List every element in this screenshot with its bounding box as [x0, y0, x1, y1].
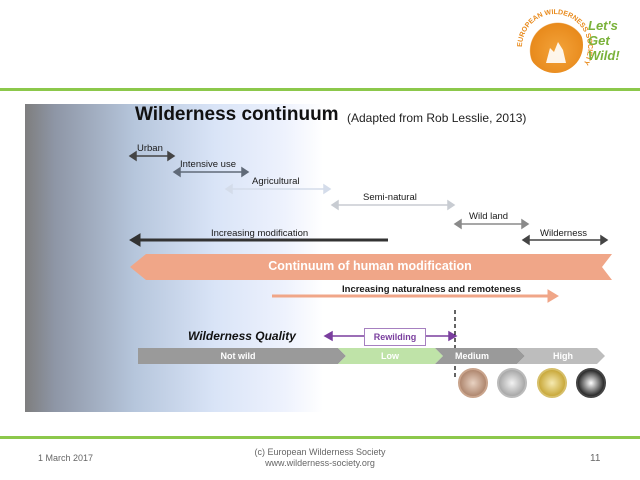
- bronze-certificate-icon: [458, 368, 488, 398]
- level-low: Low: [381, 351, 399, 361]
- semi-natural-arrow: [330, 199, 456, 211]
- footer-divider: [0, 436, 640, 439]
- not-wild-segment: [138, 348, 346, 364]
- increasing-modification-arrow: [129, 233, 388, 247]
- footer-copyright: (c) European Wilderness Society: [254, 447, 386, 457]
- low-segment: [338, 348, 443, 364]
- intensive-use-arrow: [172, 166, 250, 178]
- label-urban: Urban: [137, 143, 163, 154]
- label-semi-natural: Semi-natural: [363, 192, 417, 203]
- continuum-label: Continuum of human modification: [268, 259, 472, 273]
- slide-title: Wilderness continuum: [135, 104, 339, 125]
- level-medium: Medium: [454, 351, 489, 361]
- logo-slogan: Let's Get Wild!: [588, 18, 620, 63]
- platinum-certificate-icon: [576, 368, 606, 398]
- wilderness-arrow: [521, 234, 609, 246]
- label-agricultural: Agricultural: [252, 176, 300, 187]
- label-increasing-modification: Increasing modification: [211, 228, 309, 239]
- continuum-band: [130, 254, 612, 280]
- medium-segment: [435, 348, 525, 364]
- logo-ring: EUROPEAN WILDERNESS SOCIETY: [517, 9, 593, 66]
- label-intensive-use: Intensive use: [180, 159, 236, 170]
- footer-credits: (c) European Wilderness Society www.wild…: [230, 447, 410, 469]
- wilderness-quality-label: Wilderness Quality: [188, 329, 296, 343]
- wild-land-arrow: [453, 218, 530, 230]
- level-not-wild: Not wild: [220, 351, 256, 361]
- high-segment: [517, 348, 605, 364]
- footer-date: 1 March 2017: [38, 453, 94, 463]
- wolf-logo-icon: [527, 17, 583, 73]
- slide-subtitle: (Adapted from Rob Lesslie, 2013): [347, 111, 527, 125]
- increasing-naturalness-arrow: [272, 289, 559, 303]
- header-divider: [0, 88, 640, 91]
- agricultural-arrow: [224, 183, 332, 195]
- label-wild-land: Wild land: [469, 211, 509, 222]
- urban-arrow: [128, 150, 176, 162]
- rewilding-label: Rewilding: [364, 328, 426, 346]
- silver-certificate-icon: [497, 368, 527, 398]
- level-high: High: [553, 351, 573, 361]
- label-wilderness: Wilderness: [540, 228, 587, 239]
- footer-website: www.wilderness-society.org: [265, 458, 375, 468]
- gold-certificate-icon: [537, 368, 567, 398]
- label-increasing-naturalness: Increasing naturalness and remoteness: [342, 284, 521, 295]
- page-number: 11: [590, 453, 601, 464]
